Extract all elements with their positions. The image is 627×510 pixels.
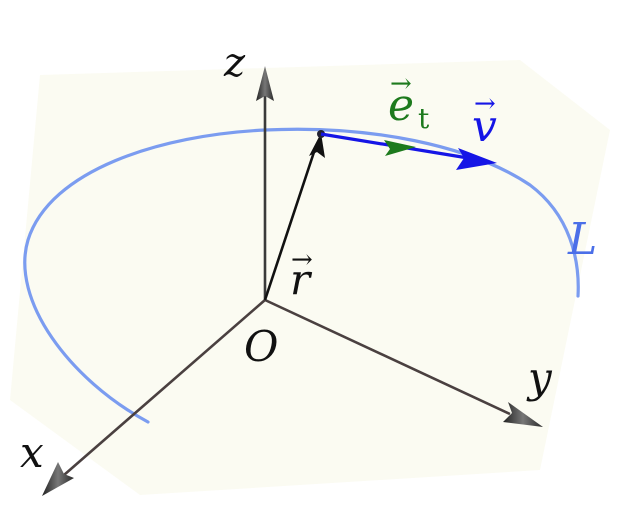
z-axis-arrowhead <box>256 66 274 101</box>
tangent-vector-subscript: t <box>418 102 430 135</box>
x-axis <box>63 299 266 476</box>
position-vector-arrowhead <box>309 133 325 158</box>
tangent-vector-arrowhead <box>384 140 416 156</box>
tangent-vector-arrow-mark: → <box>390 69 412 99</box>
trajectory-curve <box>23 127 580 424</box>
position-vector-label: r <box>290 255 313 304</box>
origin-label: O <box>244 322 278 371</box>
velocity-vector-label: v <box>472 101 497 152</box>
y-axis-label: y <box>526 353 553 402</box>
position-vector <box>263 145 318 301</box>
z-axis-label: z <box>223 40 246 86</box>
y-axis-arrowhead <box>503 402 543 427</box>
x-axis-arrowhead <box>42 462 74 496</box>
velocity-vector-arrowhead <box>456 148 497 170</box>
tangent-vector-label: e <box>388 80 414 131</box>
velocity-vector-arrow-mark: → <box>474 89 496 119</box>
x-axis-label: x <box>20 428 44 477</box>
y-axis <box>264 298 511 416</box>
curve-label: L <box>567 214 597 265</box>
position-vector-arrow-mark: → <box>291 245 313 275</box>
